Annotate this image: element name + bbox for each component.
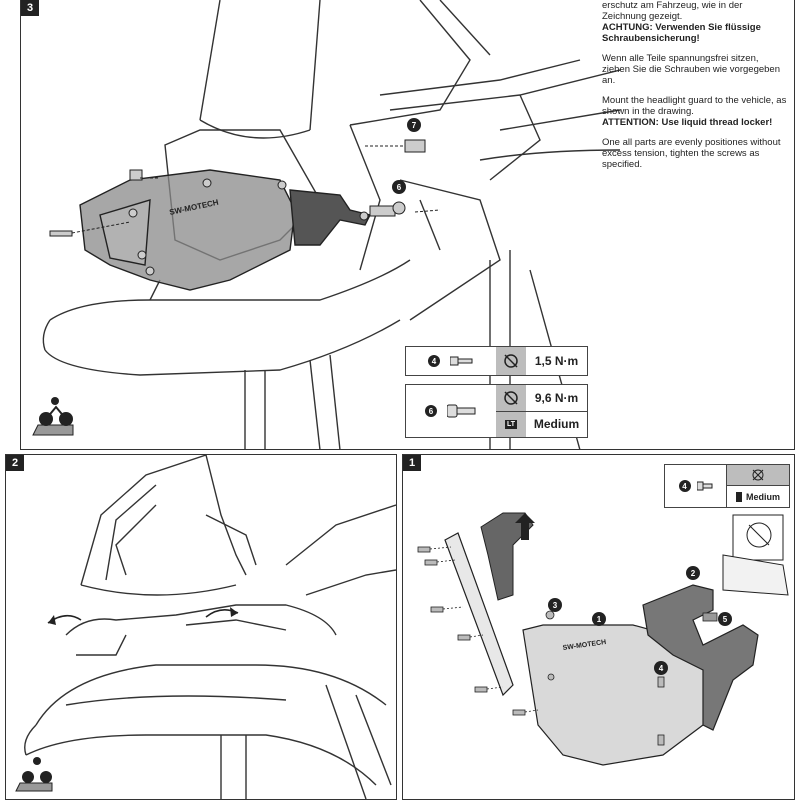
step-3-illustration: SW-MOTECH xyxy=(32,0,620,450)
thread-locker-strength: Medium xyxy=(533,417,580,432)
protective-lens xyxy=(444,532,514,697)
torque-value: 1,5 N·m xyxy=(534,354,579,368)
hand-icon xyxy=(722,514,789,596)
torque-spec-6: 6 9,6 N·m LT Medium xyxy=(405,384,588,438)
callout-7: 7 xyxy=(407,118,421,132)
callout-1: 1 xyxy=(592,612,606,626)
step-number: 3 xyxy=(21,0,39,16)
step-number: 1 xyxy=(403,455,421,471)
step-number: 2 xyxy=(6,455,24,471)
callout-4: 4 xyxy=(654,661,668,675)
instructions-de-2: Wenn alle Teile spannungsfrei sitzen, zi… xyxy=(602,53,780,86)
instructions-en-2: One all parts are evenly positiones with… xyxy=(602,137,781,170)
rider-icon xyxy=(15,757,53,792)
screw-icon xyxy=(450,356,473,366)
torque-wrench-icon xyxy=(496,385,526,411)
thread-locker-strength: Medium xyxy=(727,486,789,507)
headlight-guard xyxy=(79,169,372,291)
part-number: 4 xyxy=(428,355,440,367)
torque-spec-4: 4 1,5 N·m xyxy=(405,346,588,376)
torque-value: 9,6 N·m xyxy=(534,390,579,405)
callout-2: 2 xyxy=(686,566,700,580)
rider-icon xyxy=(32,397,74,436)
thread-locker-icon xyxy=(735,491,742,502)
screw-6-cell: 6 xyxy=(406,385,496,437)
torque-wrench-icon xyxy=(496,347,526,375)
callout-5: 5 xyxy=(718,612,732,626)
torque-spec-panel1: 4 Medium xyxy=(664,464,790,508)
screw-icon xyxy=(696,481,712,491)
callout-6: 6 xyxy=(392,180,406,194)
attention-en: ATTENTION: Use liquid thread locker! xyxy=(602,117,773,128)
screw-4-cell: 4 xyxy=(665,465,727,507)
part-number: 4 xyxy=(678,480,691,492)
side-bracket xyxy=(642,584,759,731)
upper-bracket xyxy=(480,512,534,601)
instructions-de-1: erschutz am Fahrzeug, wie in der Zeichnu… xyxy=(602,0,743,22)
step-2-illustration xyxy=(15,455,396,799)
step-2-panel: 2 xyxy=(5,454,397,800)
step-1-illustration: SW-MOTECH xyxy=(417,512,789,766)
instructions-en-1: Mount the headlight guard to the vehicle… xyxy=(602,95,787,117)
no-torque-icon xyxy=(727,465,789,486)
screw-icon xyxy=(447,404,476,418)
instructions-text: erschutz am Fahrzeug, wie in der Zeichnu… xyxy=(602,0,787,179)
attention-de: ACHTUNG: Verwenden Sie flüssige Schraube… xyxy=(602,22,761,44)
screw-4-cell: 4 xyxy=(406,347,496,375)
part-number: 6 xyxy=(425,405,437,417)
thread-locker-icon: LT xyxy=(496,411,526,437)
callout-3: 3 xyxy=(548,598,562,612)
